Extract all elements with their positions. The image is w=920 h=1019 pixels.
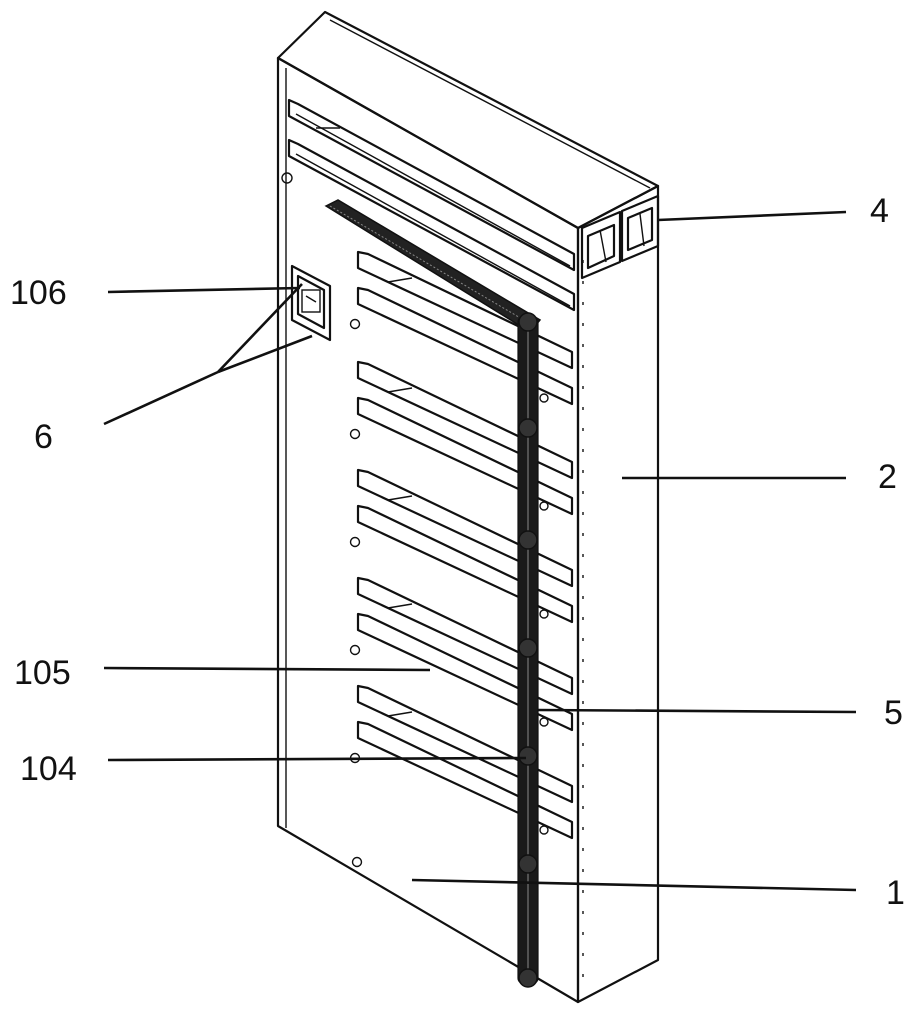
vent-slot-rows: [349, 250, 574, 868]
screw-hole: [349, 536, 361, 548]
leader-4: [657, 210, 847, 222]
vertical-bar-assembly: [517, 312, 549, 988]
label-5: 5: [884, 694, 903, 732]
side-panel: [576, 184, 660, 1004]
leader-6b: [217, 283, 303, 373]
screw-hole: [281, 172, 293, 184]
leader-1: [411, 878, 857, 892]
connector-bracket: [290, 264, 332, 342]
label-105: 105: [14, 654, 71, 692]
reference-labels: 106 6 4 2 105 5 104 1: [10, 192, 905, 912]
label-6: 6: [34, 418, 53, 456]
leader-6a: [103, 370, 219, 426]
leader-6c: [217, 334, 313, 374]
label-1: 1: [886, 874, 905, 912]
leader-5: [537, 708, 857, 714]
cabinet-body: [276, 10, 660, 1004]
screw-hole: [349, 644, 361, 656]
screw-hole: [351, 856, 363, 868]
label-106: 106: [10, 274, 67, 312]
port-openings: [580, 194, 660, 280]
screw-hole: [349, 428, 361, 440]
leader-lines: [103, 210, 857, 892]
heat-sink-strip: [324, 199, 542, 333]
label-2: 2: [878, 458, 897, 496]
upper-vent-slots: [281, 98, 576, 312]
screw-hole: [349, 318, 361, 330]
label-4: 4: [870, 192, 889, 230]
leader-106: [107, 286, 301, 294]
label-104: 104: [20, 750, 77, 788]
leader-104: [107, 756, 527, 762]
leader-105: [103, 666, 431, 672]
